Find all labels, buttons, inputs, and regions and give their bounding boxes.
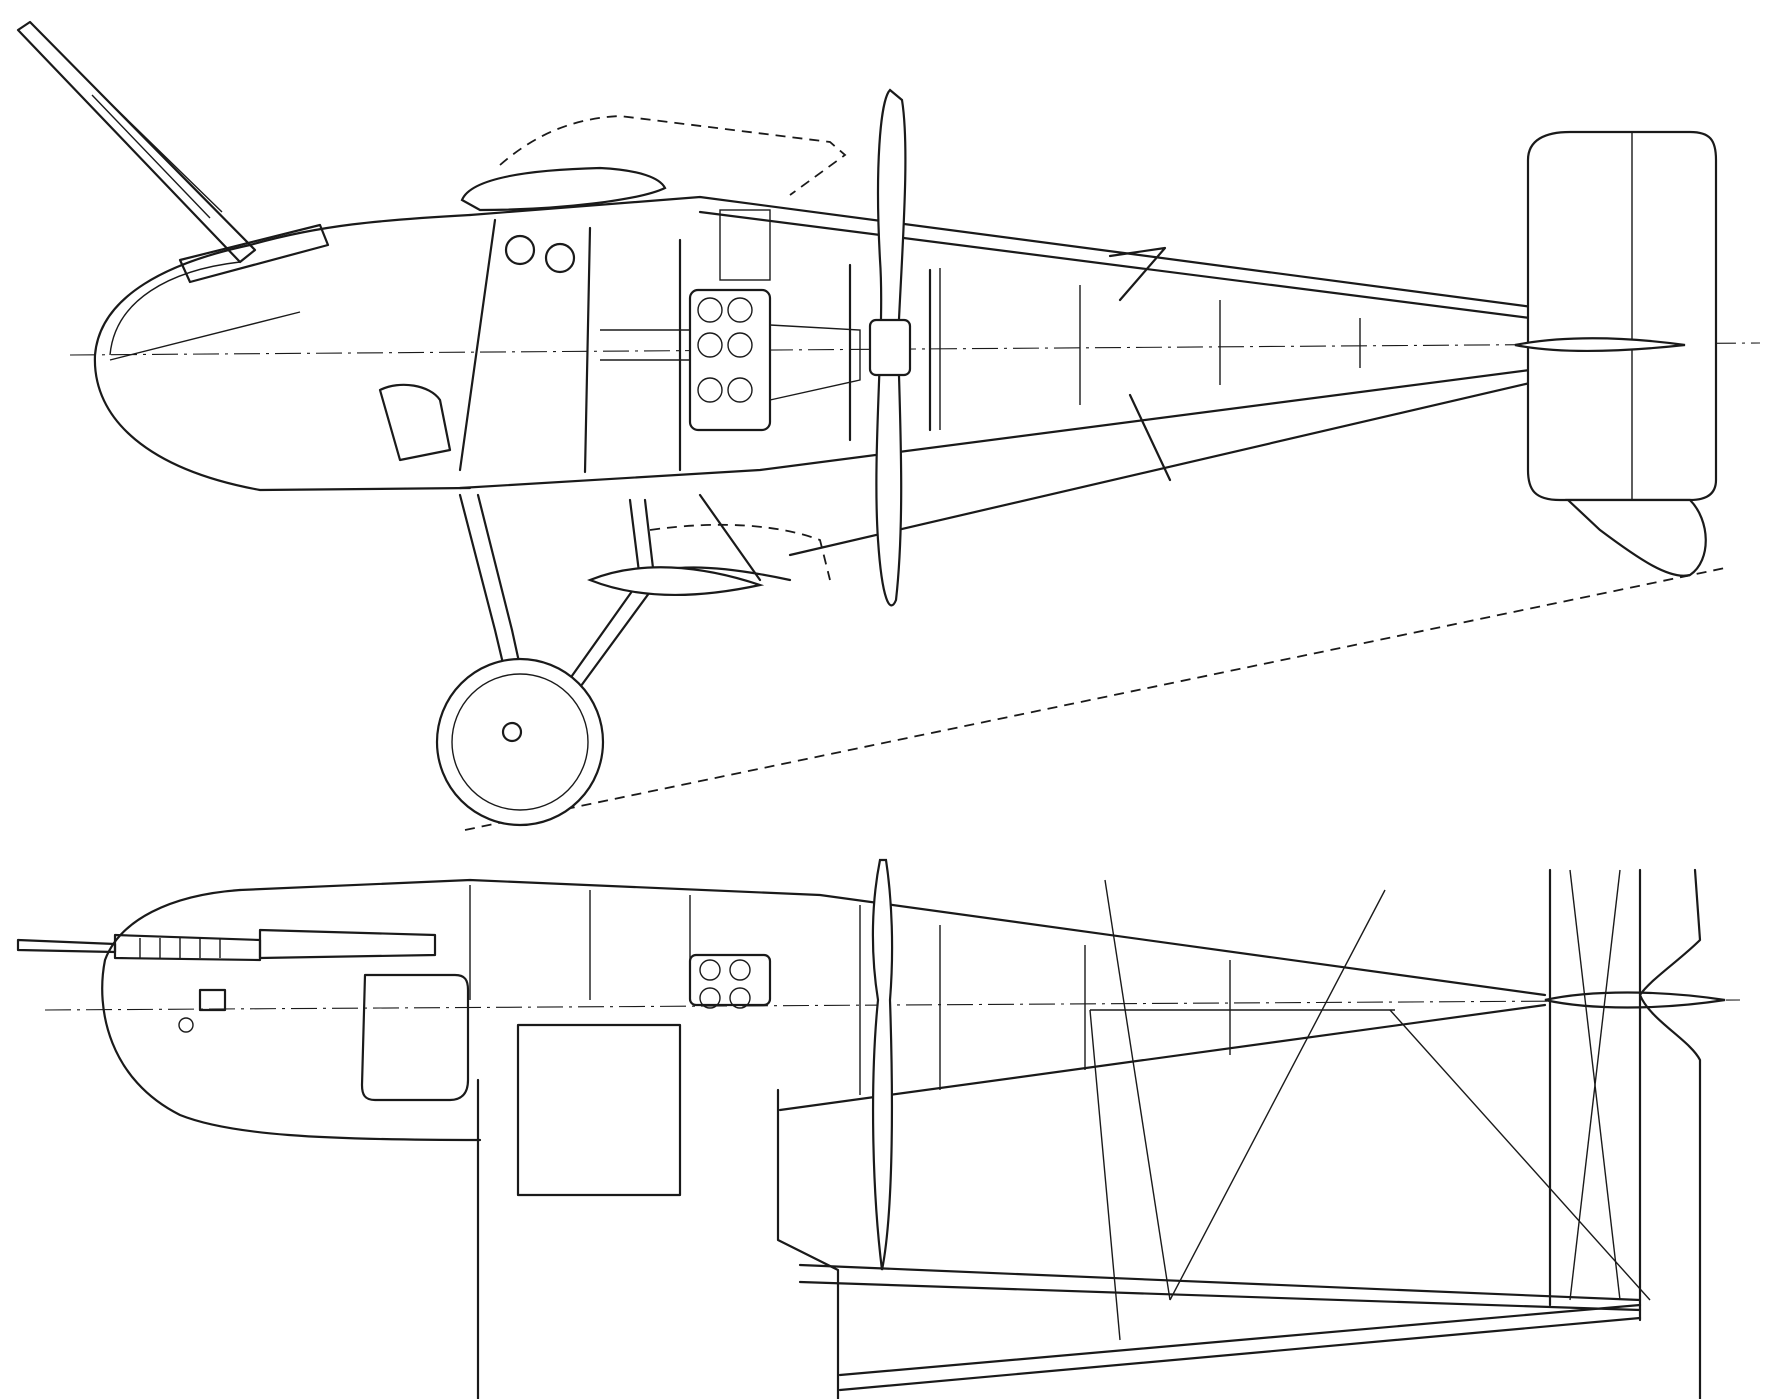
tail-strut-lower — [1128, 393, 1172, 482]
plan-elevator — [1638, 868, 1702, 1399]
upper-wing-dashed — [499, 115, 847, 196]
side-centerline — [69, 342, 1761, 356]
plan-seat — [360, 973, 470, 1102]
plan-boom-lower — [778, 1003, 1547, 1112]
side-elevation-view — [16, 20, 1761, 831]
upper-longeron — [468, 195, 1542, 310]
nacelle-nose — [93, 213, 472, 492]
pilot-seat — [378, 383, 452, 462]
raised-machine-gun — [16, 20, 330, 284]
plan-centerline — [44, 999, 1741, 1011]
plan-machine-gun — [16, 928, 437, 962]
nacelle-chord — [109, 311, 301, 361]
tail-skid — [1565, 498, 1707, 577]
plan-porthole — [178, 1017, 194, 1033]
bracing-wire-1 — [1104, 879, 1171, 1301]
plan-propeller — [871, 858, 894, 1271]
tail-boom-outer — [798, 1263, 1642, 1302]
wing-access-panel — [516, 1023, 682, 1197]
lower-longeron-inner — [788, 381, 1532, 557]
ground-line — [464, 567, 1726, 831]
plan-view — [16, 858, 1741, 1399]
plan-nacelle-top — [238, 878, 1547, 997]
bracing-wire-2 — [1169, 889, 1386, 1301]
lower-wing-panel — [476, 1078, 840, 1399]
tail-strut-upper — [1108, 246, 1167, 302]
upper-wing-section — [460, 166, 667, 212]
tailplane-section — [1514, 337, 1686, 353]
main-wheel-hub — [451, 673, 589, 811]
engine-block — [600, 209, 861, 432]
plan-fin-cross-2 — [1569, 869, 1621, 1301]
tail-boom-inner — [838, 1316, 1642, 1392]
instrument-dial-1 — [504, 234, 536, 266]
main-wheel — [435, 657, 605, 827]
tail-boom-inner-2 — [838, 1303, 1642, 1377]
plan-nacelle — [101, 888, 482, 1142]
bracing-wire-5 — [1089, 1009, 1121, 1341]
cockpit-frame-2 — [583, 226, 592, 474]
bracing-wire-4 — [1389, 1009, 1651, 1301]
wheel-axle — [501, 721, 523, 743]
plan-engine — [688, 953, 772, 1009]
tail-boom-outer-2 — [798, 1280, 1642, 1312]
propeller-hub — [868, 318, 912, 377]
upper-longeron-inner — [698, 210, 1532, 320]
cockpit-frame-1 — [458, 218, 497, 472]
plan-instrument-panel — [198, 988, 227, 1012]
instrument-dial-2 — [544, 242, 576, 274]
lower-longeron — [458, 368, 1532, 490]
nacelle-inner — [109, 261, 241, 356]
rudder — [1526, 130, 1718, 502]
plan-tailplane — [1544, 991, 1726, 1009]
